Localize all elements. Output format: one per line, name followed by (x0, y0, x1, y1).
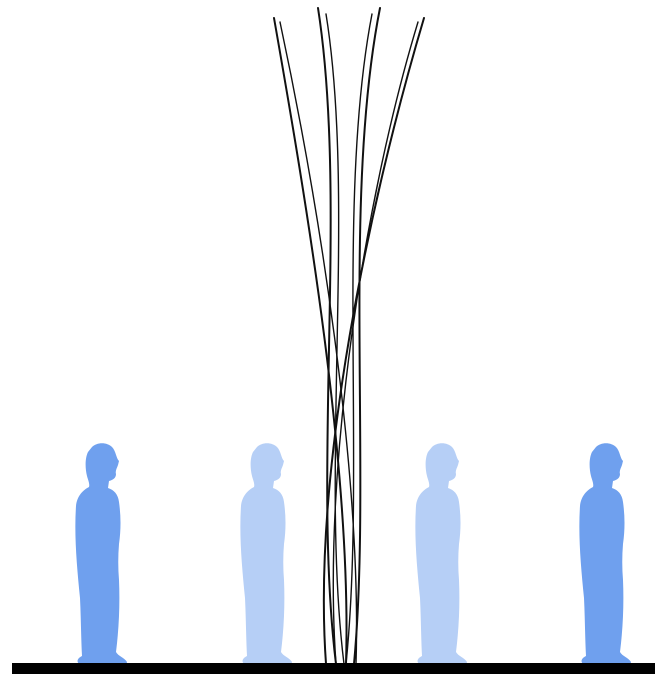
person-figure-inner-right (415, 443, 467, 665)
ground-line (12, 663, 655, 674)
person-figure-outer-left (75, 443, 127, 665)
strand-curve-7 (324, 18, 424, 664)
person-figure-outer-right (579, 443, 631, 665)
central-strand-structure (274, 8, 424, 664)
person-figure-inner-left (240, 443, 292, 665)
strand-curve-5 (354, 8, 380, 664)
